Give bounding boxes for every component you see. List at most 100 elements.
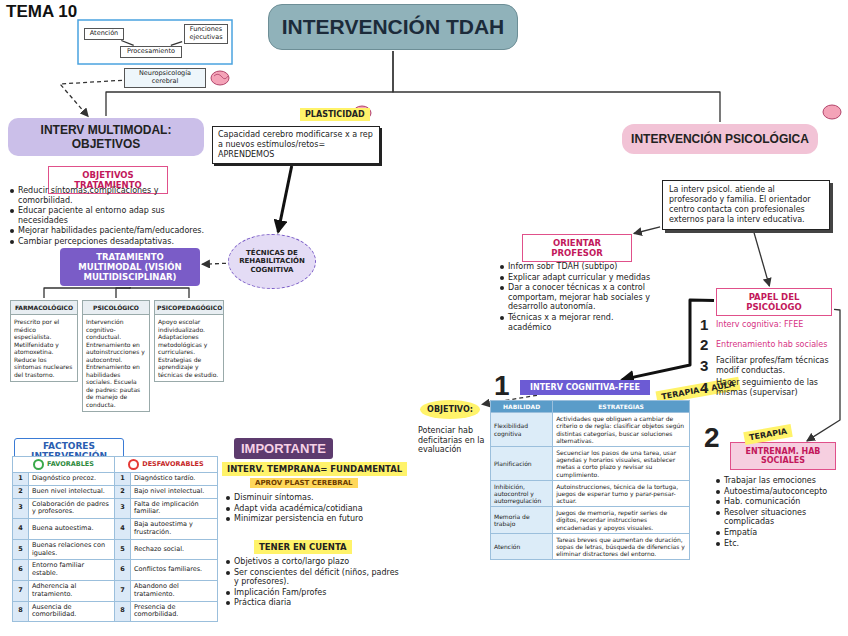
heading-box: TRATAMIENTO MULTIMODAL (VISIÓN MULTIDISC…: [60, 248, 200, 286]
node-text: OBJETIVO:: [424, 405, 476, 414]
node-text: INTERV COGNITIVA-FFEE: [523, 383, 647, 392]
treatment-card: PSICOLÓGICOIntervención cognitivo-conduc…: [82, 300, 150, 412]
cell-text: Secuenciar los pasos de una tarea, usar …: [556, 449, 676, 478]
connector: [44, 287, 130, 298]
table-cell: 4: [13, 519, 29, 540]
definition-box: Capacidad cerebro modificarse x a rep a …: [212, 126, 380, 164]
table-cell: Diagnóstico tardío.: [131, 473, 218, 486]
bullet-item: Disminuir síntomas.: [224, 493, 404, 503]
table-row: 7Adherencia al tratamiento.7Abandono del…: [13, 580, 218, 601]
node-text: PAPEL DEL PSICÓLOGO: [723, 292, 825, 312]
table-cell: Adherencia al tratamiento.: [28, 580, 114, 601]
table-cell: 8: [114, 601, 130, 622]
cell-text: 8: [18, 606, 23, 614]
node-text: ORIENTAR PROFESOR: [529, 238, 625, 258]
concept-box: Funciones ejecutivas: [184, 24, 228, 44]
table-row: AtenciónTareas breves que aumentan de du…: [491, 533, 690, 560]
cell-text: 1: [18, 474, 23, 482]
strategy-table: HABILIDADESTRATEGIASFlexibilidad cogniti…: [490, 400, 690, 560]
cell-text: 1: [120, 474, 125, 482]
bullet-item: Explicar adapt curricular y medidas: [498, 273, 656, 283]
table-row: 5Buenas relaciones con iguales.5Rechazo …: [13, 539, 218, 560]
node-text: INTERV. TEMPRANA= FUNDAMENTAL: [227, 464, 402, 474]
list-number: 2: [700, 336, 716, 353]
bullet-item: Técnicas x a mejorar rend. académico: [498, 313, 656, 332]
table-cell: Flexibilidad cognitiva: [491, 413, 553, 447]
table-cell: Actividades que obliguen a cambiar de cr…: [553, 413, 690, 447]
cell-text: Actividades que obliguen a cambiar de cr…: [556, 415, 684, 444]
table-cell: Bajo nivel intelectual.: [131, 485, 218, 498]
table-row: HABILIDADESTRATEGIAS: [491, 401, 690, 413]
table-cell: 7: [114, 580, 130, 601]
table-cell: 2: [13, 485, 29, 498]
table-cell: 8: [13, 601, 29, 622]
table-row: 6Entorno familiar estable.6Conflictos fa…: [13, 560, 218, 581]
table-cell: ESTRATEGIAS: [553, 401, 690, 413]
table-cell: 2: [114, 485, 130, 498]
list-number: 1: [700, 316, 716, 333]
node-text: PLASTICIDAD: [305, 110, 365, 119]
cell-text: Presencia de comorbilidad.: [134, 603, 178, 619]
node-text: Atención: [87, 30, 121, 38]
connector: [807, 309, 840, 441]
brain-shape: [823, 105, 841, 119]
node-text: PSICOLÓGICO: [83, 301, 149, 315]
highlight-tag: TENER EN CUENTA: [254, 540, 352, 554]
bullet-item: Mejorar habilidades paciente/fam/educado…: [8, 226, 213, 236]
favorable-icon: [33, 459, 44, 470]
bullet-list: Trabajar las emocionesAutoestima/autocon…: [714, 476, 842, 549]
table-cell: HABILIDAD: [491, 401, 553, 413]
table-cell: Buen nivel intelectual.: [28, 485, 114, 498]
title-box: INTERVENCIÓN TDAH: [268, 4, 518, 50]
table-cell: Rechazo social.: [131, 539, 218, 560]
node-text: TRATAMIENTO MULTIMODAL (VISIÓN MULTIDISC…: [64, 252, 196, 282]
table-cell: Falta de implicación familiar.: [131, 498, 218, 519]
table-cell: Memoria de trabajo: [491, 507, 553, 534]
cell-text: Ausencia de comorbilidad.: [32, 603, 76, 619]
concept-box: Procesamiento: [120, 46, 182, 58]
list-text: Entrenamiento hab sociales: [716, 340, 827, 350]
table-cell: 5: [13, 539, 29, 560]
bullet-list: Reducir síntomas,complicaciones y comorb…: [8, 186, 213, 248]
cell-text: Colaboración de padres y profesores.: [32, 500, 109, 516]
table-row: Flexibilidad cognitivaActividades que ob…: [491, 413, 690, 447]
node-text: PSICOPEDAGÓGICO: [155, 301, 223, 315]
node-body: Prescrito por el médico especialista. Me…: [11, 315, 77, 381]
table-cell: 7: [13, 580, 29, 601]
treatment-card: PSICOPEDAGÓGICOApoyo escolar individuali…: [154, 300, 224, 382]
cell-text: 5: [120, 545, 125, 553]
bullet-item: Minimizar persistencia en futuro: [224, 514, 404, 524]
highlight-tag: PLASTICIDAD: [300, 108, 370, 121]
list-number: 3: [700, 357, 716, 374]
cell-text: 3: [18, 503, 23, 511]
list-row: 3Facilitar profes/fam técnicas modif con…: [700, 356, 842, 375]
cell-text: Memoria de trabajo: [494, 513, 530, 527]
node-text: ENTRENAM. HAB SOCIALES: [735, 447, 831, 465]
bullet-list: Inform sobr TDAH (subtipo)Explicar adapt…: [498, 262, 656, 333]
bullet-item: Implicación Fam/profes: [224, 588, 404, 598]
bullet-item: Resolver situaciones complicadas: [714, 508, 842, 527]
table-cell: Buenas relaciones con iguales.: [28, 539, 114, 560]
heading-box: ORIENTAR PROFESOR: [522, 234, 632, 262]
cell-text: DESFAVORABLES: [142, 460, 204, 468]
treatment-card: FARMACOLÓGICOPrescrito por el médico esp…: [10, 300, 78, 382]
table-cell: 1: [114, 473, 130, 486]
table-cell: Inhibición, autocontrol y autorregulació…: [491, 480, 553, 507]
list-row: 1Interv cognitiva: FFEE: [700, 316, 842, 333]
cell-text: Bajo nivel intelectual.: [134, 487, 204, 495]
bullet-item: Trabajar las emociones: [714, 476, 842, 486]
cell-text: 2: [120, 487, 125, 495]
cell-text: 7: [18, 586, 23, 594]
table-cell: 4: [114, 519, 130, 540]
connector: [130, 287, 189, 298]
table-cell: DESFAVORABLES: [114, 457, 217, 473]
bullet-item: Dar a conocer técnicas x a control compo…: [498, 283, 656, 312]
bullet-item: Reducir síntomas,complicaciones y comorb…: [8, 186, 213, 205]
bullet-item: Cambiar percepciones desadaptativas.: [8, 237, 213, 247]
numbered-list: 1Interv cognitiva: FFEE 2Entrenamiento ha…: [700, 316, 842, 400]
cell-text: Inhibición, autocontrol y autorregulació…: [494, 483, 541, 504]
table-cell: Colaboración de padres y profesores.: [28, 498, 114, 519]
cell-text: Buenas relaciones con iguales.: [32, 541, 105, 557]
connector: [278, 166, 292, 232]
